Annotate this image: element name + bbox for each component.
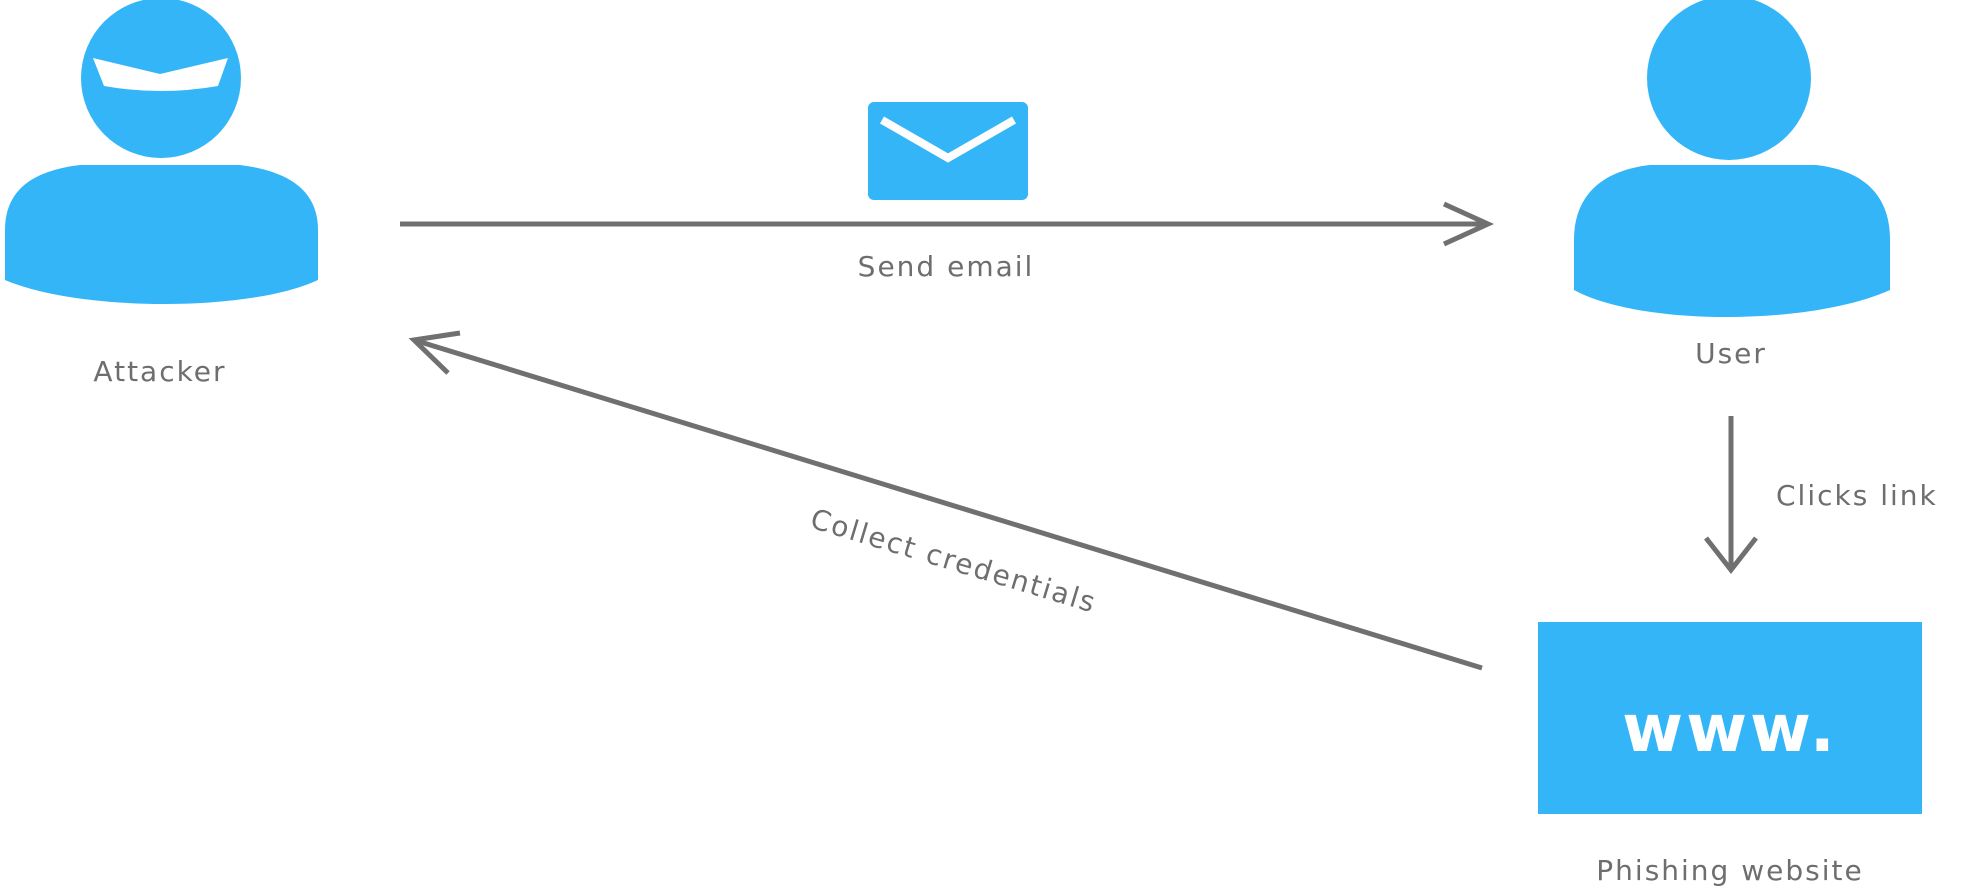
- user-person-icon: [1574, 0, 1890, 317]
- user-head: [1647, 0, 1811, 160]
- send-email-arrow: [400, 201, 1495, 247]
- attacker-label: Attacker: [93, 355, 226, 388]
- user-body: [1574, 165, 1890, 317]
- user-label: User: [1695, 337, 1767, 370]
- clicks-link-arrow: [1704, 416, 1758, 575]
- send-email-label: Send email: [858, 250, 1035, 283]
- attacker-eyes-mask: [93, 58, 228, 91]
- collect-credentials-label: Collect credentials: [807, 502, 1101, 620]
- attacker-body: [5, 165, 318, 304]
- phishing-website-label: Phishing website: [1596, 854, 1863, 886]
- collect-credentials-arrow: [408, 330, 1483, 671]
- website-box-text: www.: [1622, 690, 1838, 767]
- website-box: www.: [1538, 622, 1922, 814]
- clicks-link-label: Clicks link: [1776, 479, 1938, 512]
- envelope-icon: [868, 102, 1028, 200]
- attacker-person-icon: [5, 0, 318, 304]
